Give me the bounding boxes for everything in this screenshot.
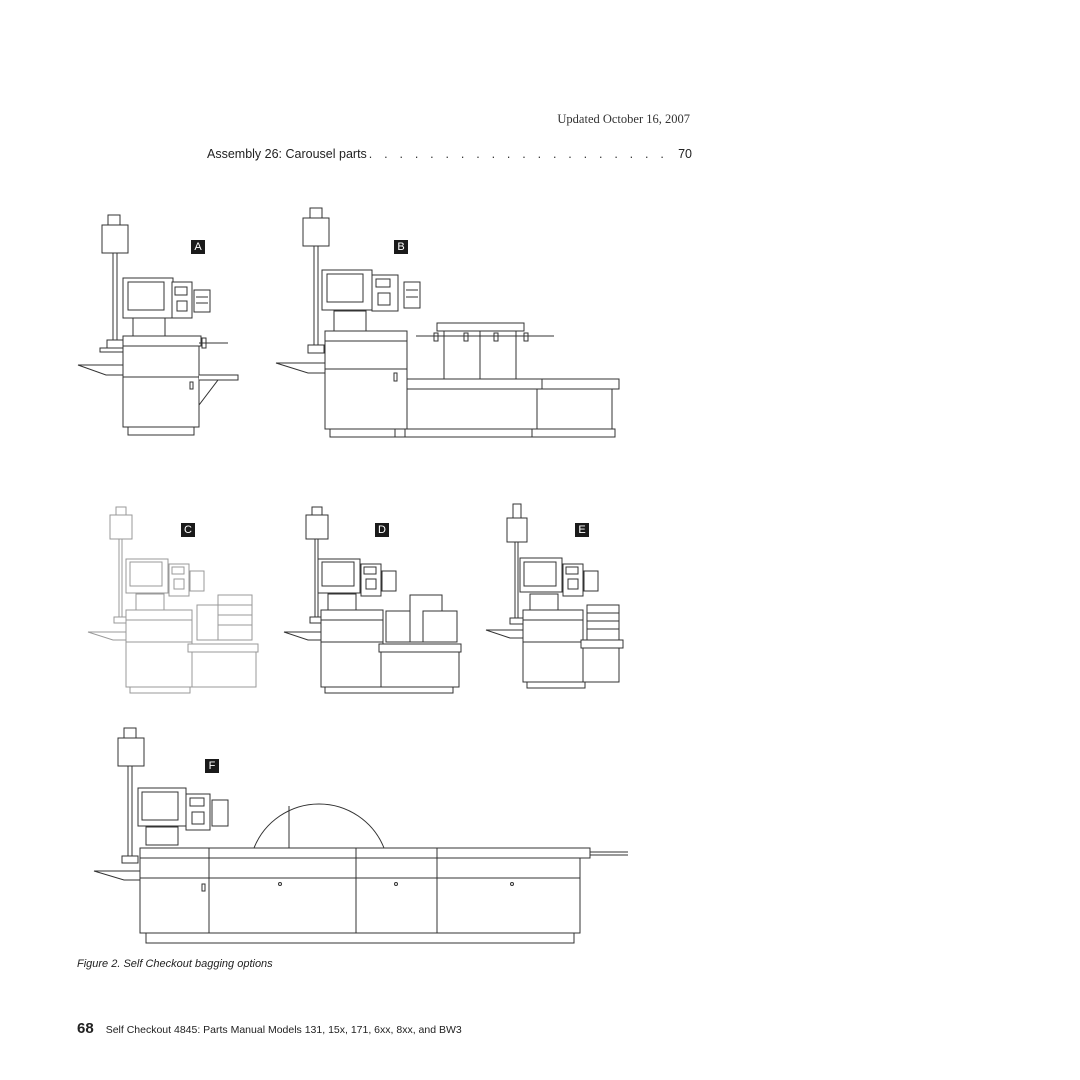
- option-a-label: A: [191, 240, 205, 254]
- option-e-label: E: [575, 523, 589, 537]
- option-b-illustration: [275, 205, 621, 440]
- figure-caption: Figure 2. Self Checkout bagging options: [77, 958, 273, 970]
- option-f-illustration: [93, 727, 634, 948]
- toc-leader-dots: . . . . . . . . . . . . . . . . . . . . …: [368, 147, 675, 161]
- updated-date: Updated October 16, 2007: [557, 112, 690, 126]
- page-number: 68: [77, 1020, 94, 1037]
- option-b-label: B: [394, 240, 408, 254]
- footer-text: Self Checkout 4845: Parts Manual Models …: [105, 1024, 462, 1036]
- option-c-illustration: [87, 506, 263, 697]
- page-footer: 68 Self Checkout 4845: Parts Manual Mode…: [77, 1020, 462, 1037]
- option-c-label: C: [181, 523, 195, 537]
- toc-entry-label: Assembly 26: Carousel parts: [207, 147, 367, 161]
- option-d-illustration: [283, 506, 464, 697]
- option-d-label: D: [375, 523, 389, 537]
- toc-entry-page: 70: [678, 147, 692, 161]
- option-f-label: F: [205, 759, 219, 773]
- option-a-illustration: [77, 214, 243, 440]
- option-e-illustration: [485, 500, 626, 695]
- toc-entry[interactable]: Assembly 26: Carousel parts . . . . . . …: [207, 147, 692, 161]
